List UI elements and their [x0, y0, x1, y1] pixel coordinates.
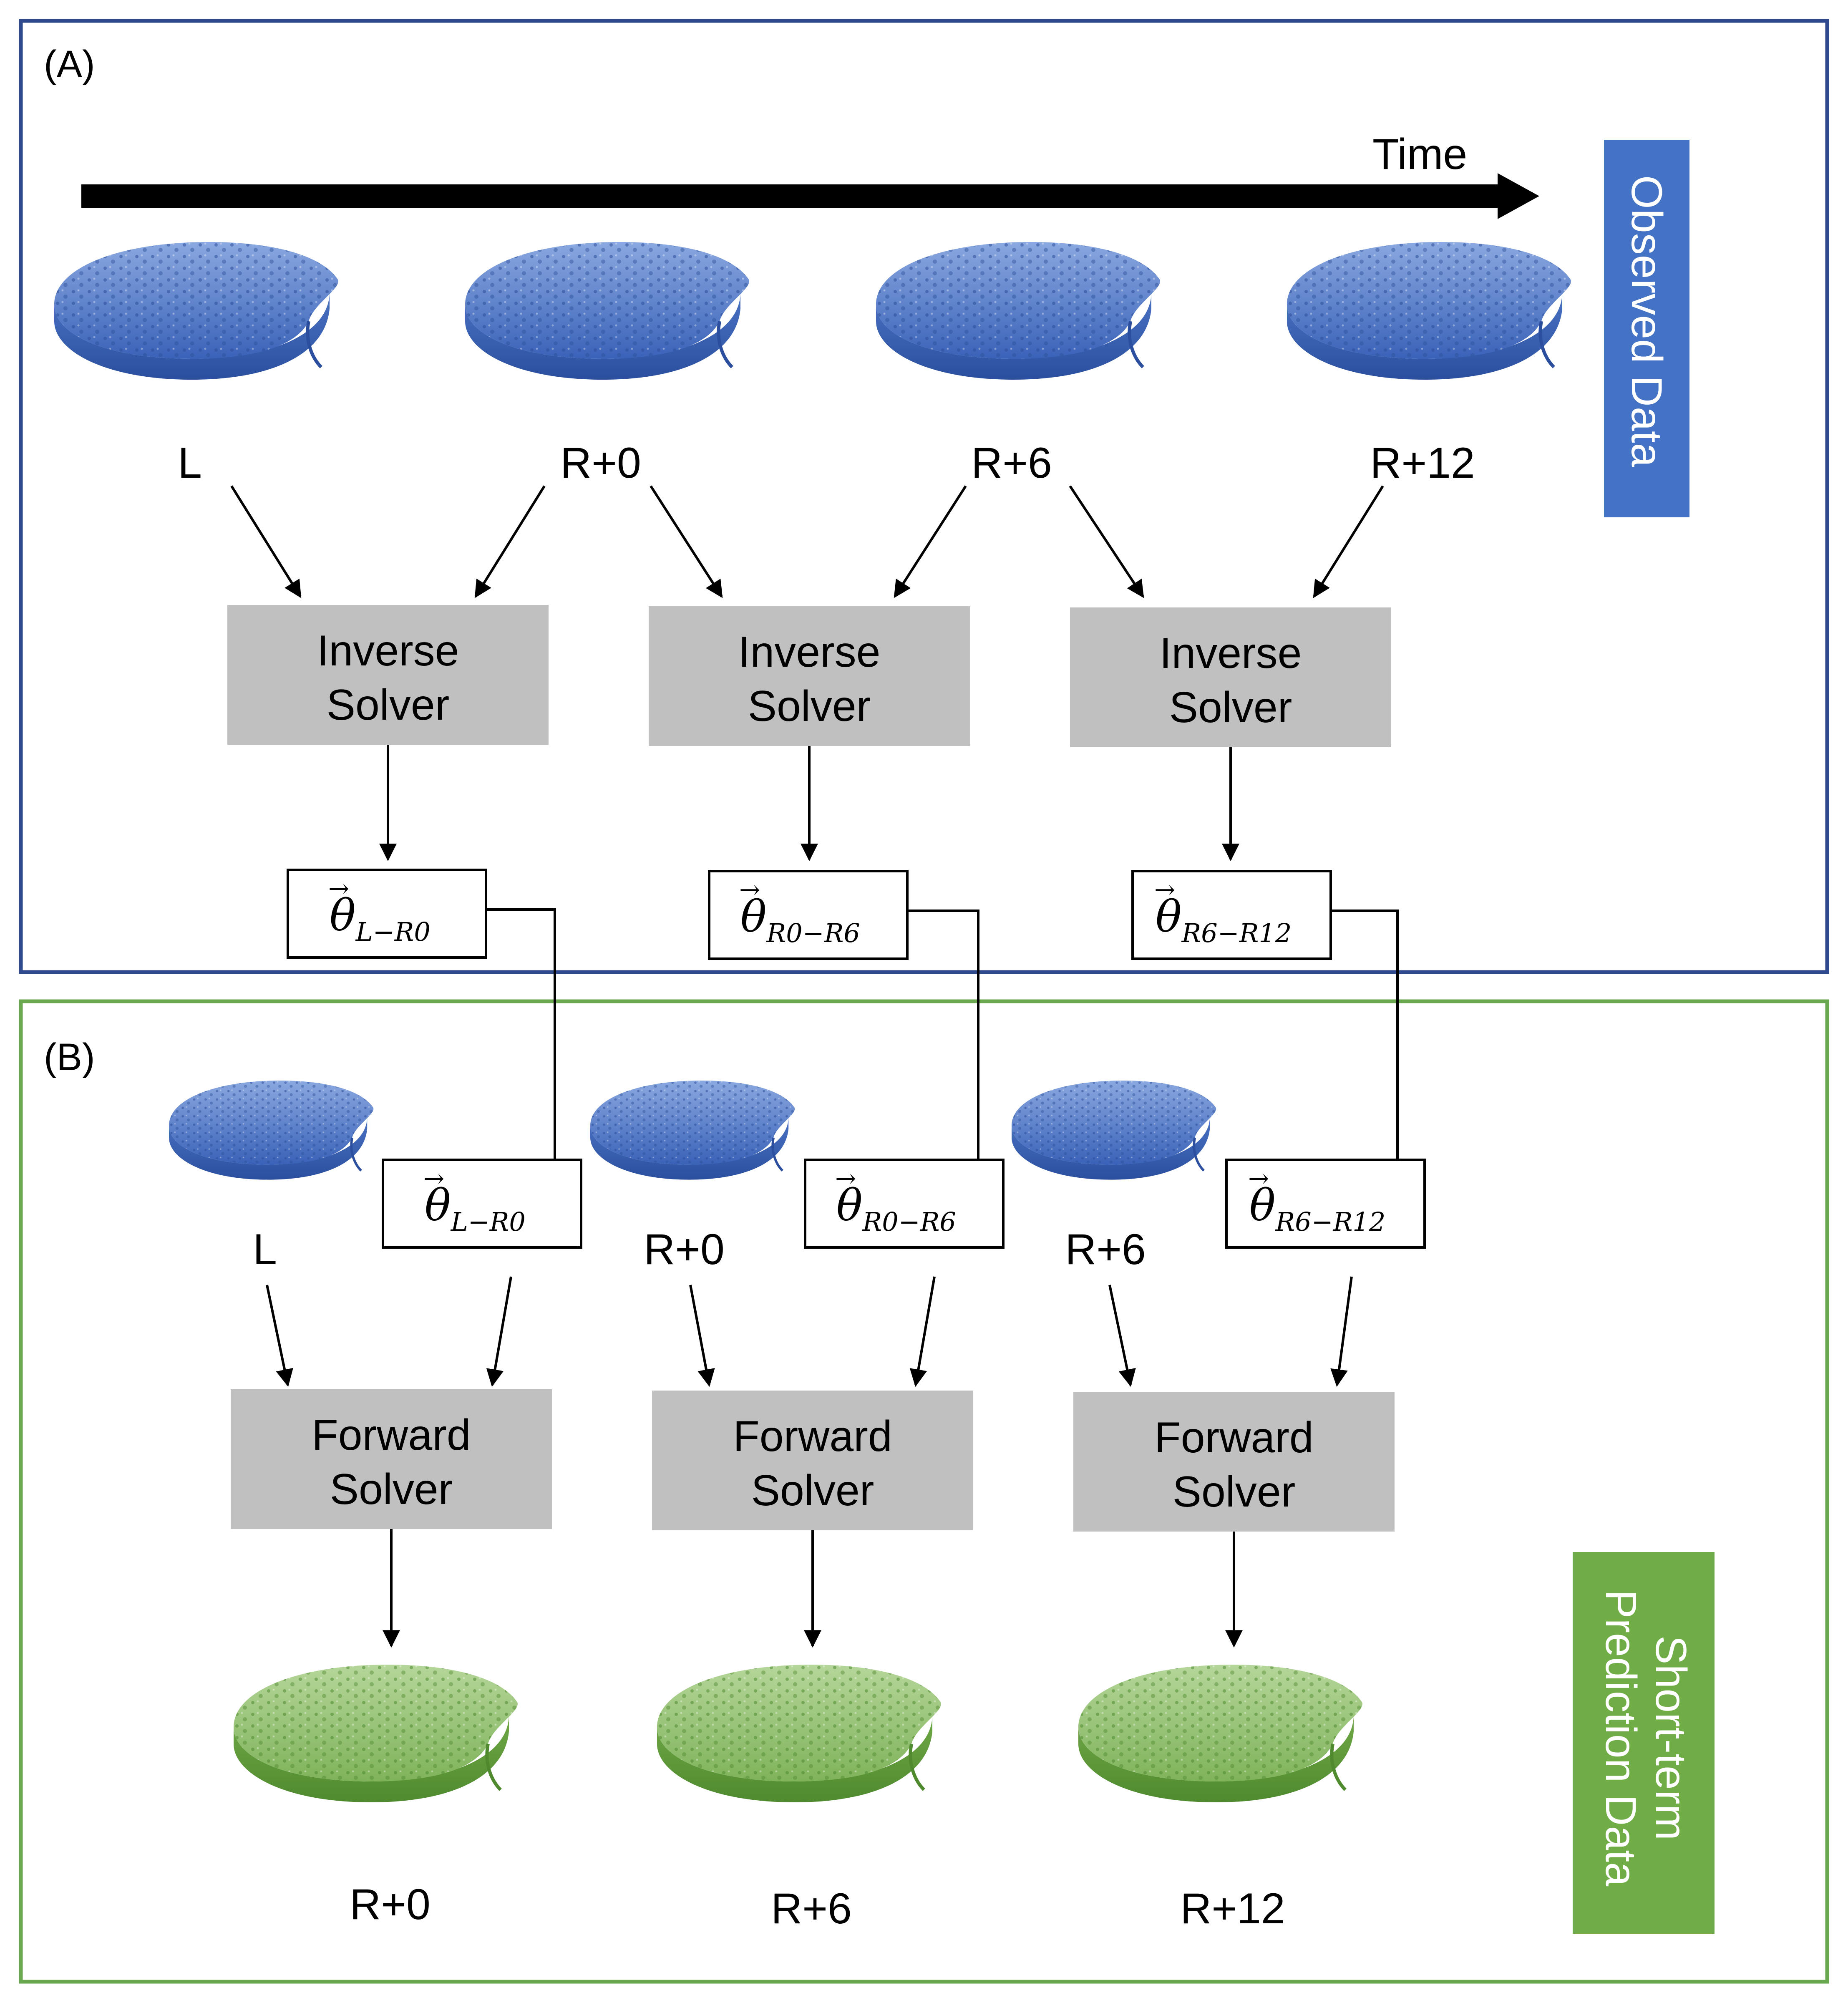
forward-solver-box — [652, 1391, 973, 1530]
panel-b-label: (B) — [44, 1036, 95, 1078]
param-label: θR0−R6 — [740, 891, 860, 948]
theta-subscript: L−R0 — [355, 917, 431, 947]
bone-sample-blue-icon — [1287, 242, 1571, 380]
bone-sample-green-icon — [1078, 1665, 1362, 1802]
bone-sample-blue-icon — [169, 1081, 373, 1180]
theta-symbol: θ — [1249, 1180, 1276, 1231]
theta-subscript: R6−R12 — [1181, 918, 1292, 948]
panel-a-label: (A) — [44, 43, 95, 86]
panel-b-frame — [19, 999, 1829, 1984]
theta-symbol: θ — [836, 1180, 863, 1231]
observed-node-label: L — [178, 439, 202, 487]
forward-solver-box — [1073, 1392, 1395, 1532]
forward-output-arrows — [383, 1529, 1243, 1648]
inverse-solver-line1: Inverse — [317, 627, 459, 675]
panel-a-frame — [19, 19, 1829, 974]
bone-sample-blue-icon — [465, 242, 749, 380]
inverse-solver-line2: Solver — [327, 681, 450, 729]
observed-data-badge — [1604, 140, 1689, 517]
param-label: θL−R0 — [330, 890, 431, 947]
arrow-accent: → — [328, 874, 349, 903]
inverse-solver-line1: Inverse — [738, 628, 880, 676]
input-node-label: R+6 — [1065, 1225, 1146, 1274]
observed-node-label: R+0 — [560, 439, 641, 487]
theta-symbol: θ — [330, 890, 356, 941]
theta-symbol: θ — [1156, 891, 1182, 942]
bone-sample-blue-icon — [876, 242, 1160, 380]
forward-solver-line2: Solver — [751, 1466, 874, 1515]
theta-subscript: L−R0 — [451, 1207, 526, 1237]
inverse-solver-box — [227, 605, 549, 745]
output-node-label: R+0 — [350, 1880, 431, 1929]
param-box — [1131, 870, 1332, 960]
forward-solver-line2: Solver — [330, 1465, 453, 1514]
input-node-label: L — [253, 1225, 277, 1274]
inverse-solver-line2: Solver — [1169, 683, 1292, 732]
param-label: θR6−R12 — [1156, 891, 1292, 948]
inverse-solver-box — [1070, 607, 1391, 747]
param-box — [287, 869, 487, 959]
forward-input-arrows — [266, 1276, 1353, 1387]
observed-data-label: Observed Data — [1622, 175, 1671, 467]
prediction-data-label-line1: Short-term — [1647, 1635, 1695, 1840]
param-box — [1225, 1159, 1426, 1249]
inverse-solver-box — [649, 606, 970, 746]
theta-symbol: θ — [740, 891, 767, 942]
param-label: θL−R0 — [425, 1180, 526, 1237]
arrow-accent: → — [1248, 1164, 1269, 1193]
param-box — [382, 1159, 582, 1249]
forward-solver-line2: Solver — [1173, 1468, 1296, 1516]
bone-sample-blue-icon — [54, 242, 338, 380]
input-node-label: R+0 — [644, 1225, 725, 1274]
bone-sample-green-icon — [234, 1665, 518, 1802]
arrow-accent: → — [739, 875, 760, 904]
theta-subscript: R6−R12 — [1275, 1207, 1386, 1237]
theta-subscript: R0−R6 — [862, 1207, 956, 1237]
param-label: θR0−R6 — [836, 1180, 956, 1237]
forward-solver-box — [231, 1389, 552, 1529]
forward-solver-line1: Forward — [1154, 1413, 1313, 1462]
time-label: Time — [1372, 130, 1467, 179]
prediction-data-badge — [1573, 1552, 1715, 1934]
observed-node-label: R+6 — [971, 439, 1052, 487]
forward-solver-line1: Forward — [312, 1411, 471, 1459]
arrow-accent: → — [835, 1164, 856, 1193]
bone-sample-blue-icon — [1012, 1081, 1216, 1180]
inverse-input-arrows — [230, 485, 1384, 598]
arrow-accent: → — [1154, 875, 1175, 904]
forward-solver-line1: Forward — [733, 1412, 892, 1461]
observed-node-label: R+12 — [1370, 439, 1475, 487]
time-arrow-head — [1498, 173, 1539, 219]
param-box — [804, 1159, 1005, 1249]
inverse-solver-line2: Solver — [748, 682, 871, 731]
inverse-output-arrows — [379, 745, 1239, 862]
param-box — [708, 870, 909, 960]
arrow-accent: → — [423, 1164, 444, 1193]
param-connector-lines — [486, 908, 1399, 1160]
prediction-data-label-line2: Prediction Data — [1596, 1590, 1645, 1886]
theta-subscript: R0−R6 — [766, 918, 860, 948]
output-node-label: R+6 — [771, 1885, 852, 1933]
output-node-label: R+12 — [1180, 1885, 1285, 1933]
bone-sample-green-icon — [657, 1665, 941, 1802]
param-label: θR6−R12 — [1249, 1180, 1385, 1237]
bone-sample-blue-icon — [590, 1081, 795, 1180]
inverse-solver-line1: Inverse — [1159, 629, 1302, 678]
theta-symbol: θ — [425, 1180, 451, 1231]
